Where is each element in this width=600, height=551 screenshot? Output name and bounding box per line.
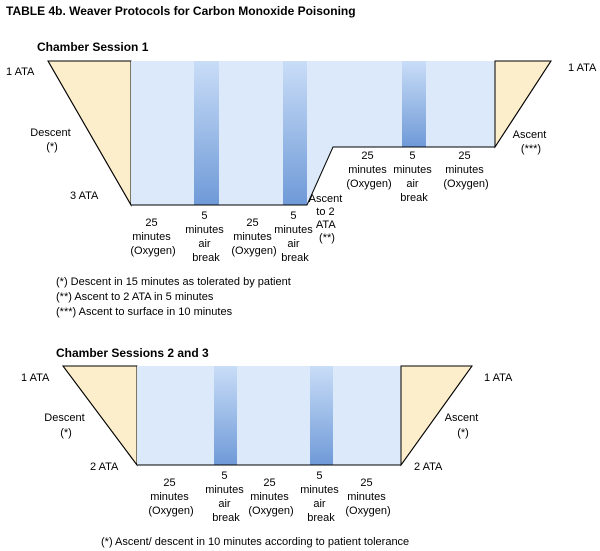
session1-break-3-label: 5 minutes air break: [393, 150, 435, 204]
session1-heading: Chamber Session 1: [37, 40, 149, 54]
session2-bottom-right-pressure: 2 ATA: [414, 461, 443, 473]
session2-air-break-1: [214, 366, 237, 465]
session1-descent-label: Descent (*): [30, 127, 73, 153]
session2-break-1-label: 5 minutes air break: [205, 470, 247, 524]
session1-ascent-to-2ata-label: Ascent to 2 ATA (**): [309, 193, 346, 244]
session1-bottom-pressure: 3 ATA: [70, 190, 99, 202]
session2-profile-line: [62, 365, 473, 466]
session2-oxygen-3-label: 25 minutes (Oxygen): [345, 477, 390, 517]
session1-right-pressure: 1 ATA: [568, 62, 597, 74]
session2-note-1: (*) Ascent/ descent in 10 minutes accord…: [101, 536, 409, 548]
session2-descent-label: Descent (*): [44, 412, 87, 439]
session2-oxygen-2-label: 25 minutes (Oxygen): [248, 477, 293, 517]
session2-air-break-2: [310, 366, 333, 465]
session1-note-2: (**) Ascent to 2 ATA in 5 minutes: [56, 291, 214, 303]
session1-air-break-3: [402, 61, 426, 147]
session1-note-1: (*) Descent in 15 minutes as tolerated b…: [56, 276, 291, 288]
session2-ascent-label: Ascent (*): [445, 412, 482, 439]
session1-break-1-label: 5 minutes air break: [185, 210, 227, 264]
session1-ascent-to-2ata-ramp: [307, 61, 333, 205]
session1-profile-line: [47, 60, 552, 206]
session2-right-pressure: 1 ATA: [484, 372, 513, 384]
session2-break-2-label: 5 minutes air break: [300, 470, 342, 524]
session1-ascent-label: Ascent (***): [513, 129, 550, 155]
session2-heading: Chamber Sessions 2 and 3: [56, 346, 209, 360]
session2-oxygen-1-label: 25 minutes (Oxygen): [148, 477, 193, 517]
session1-oxygen-4-label: 25 minutes (Oxygen): [443, 150, 488, 190]
session1-break-2-label: 5 minutes air break: [274, 210, 316, 264]
session1-left-pressure: 1 ATA: [6, 66, 35, 78]
session1-air-break-2: [283, 61, 307, 205]
session1-note-3: (***) Ascent to surface in 10 minutes: [56, 306, 233, 318]
session1-air-break-1: [194, 61, 219, 205]
session1-oxygen-3-label: 25 minutes (Oxygen): [346, 150, 391, 190]
session1-oxygen-1-label: 25 minutes (Oxygen): [130, 217, 175, 257]
session2-oxygen-block: [137, 366, 401, 465]
session2-bottom-left-pressure: 2 ATA: [90, 461, 119, 473]
table-title: TABLE 4b. Weaver Protocols for Carbon Mo…: [6, 4, 356, 18]
session1-oxygen-2-label: 25 minutes (Oxygen): [231, 217, 276, 257]
session2-left-pressure: 1 ATA: [21, 372, 50, 384]
